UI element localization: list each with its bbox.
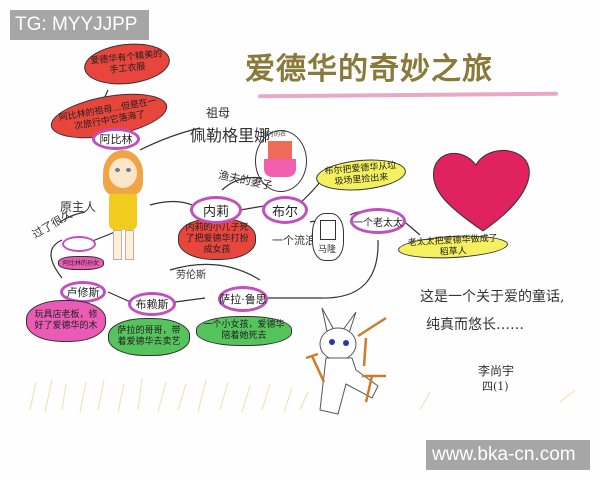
node-old-lady: 一个老太太 bbox=[350, 208, 406, 234]
node-abilene: 阿比林 bbox=[92, 128, 140, 150]
grandmother-label: 祖母 bbox=[206, 106, 231, 120]
heart-icon bbox=[432, 150, 530, 232]
page-title: 爱德华的奇妙之旅 bbox=[245, 52, 493, 87]
pink-note-lucius: 玩具店老板，修好了爱德华的木 bbox=[26, 300, 106, 342]
lawrence-label: 劳伦斯 bbox=[176, 270, 206, 281]
dog-name: 马隆 bbox=[318, 245, 337, 255]
closing-note-line2: 纯真而悠长…… bbox=[426, 317, 524, 333]
fancy-clothes-label: 当时的衣 bbox=[262, 131, 287, 138]
signature-class: 四(1) bbox=[482, 380, 509, 393]
watermark-top: TG: MYYJJPP bbox=[10, 10, 149, 40]
red-note-nellie: 内莉的小儿子死了把爱德华打扮成女孩 bbox=[178, 218, 256, 260]
rabbit-illustration bbox=[305, 307, 387, 415]
node-small bbox=[62, 236, 96, 252]
green-note-sarah: 一个小女孩，爱德华陪着她死去 bbox=[196, 316, 292, 346]
girl-illustration bbox=[95, 150, 151, 260]
signature-name: 李尚宇 bbox=[478, 364, 515, 378]
closing-note-line1: 这是一个关于爱的童话, bbox=[420, 289, 565, 305]
watermark-bottom: www.bka-cn.com bbox=[426, 440, 590, 470]
original-owner-label: 原主人 bbox=[60, 200, 97, 214]
dress-illustration bbox=[255, 130, 307, 192]
green-note-bryce: 萨拉的哥哥，带着爱德华去卖艺 bbox=[108, 318, 190, 356]
node-nellie: 内莉 bbox=[190, 196, 242, 224]
node-bryce: 布赖斯 bbox=[128, 292, 176, 316]
grandmother-name: 佩勒格里娜 bbox=[190, 126, 271, 145]
node-bull: 布尔 bbox=[262, 196, 308, 224]
pink-note-small: 阿比林的孙女 bbox=[58, 256, 104, 270]
dog-node: 马隆 bbox=[312, 213, 344, 261]
node-sarah: 萨拉·鲁思 bbox=[218, 286, 268, 312]
